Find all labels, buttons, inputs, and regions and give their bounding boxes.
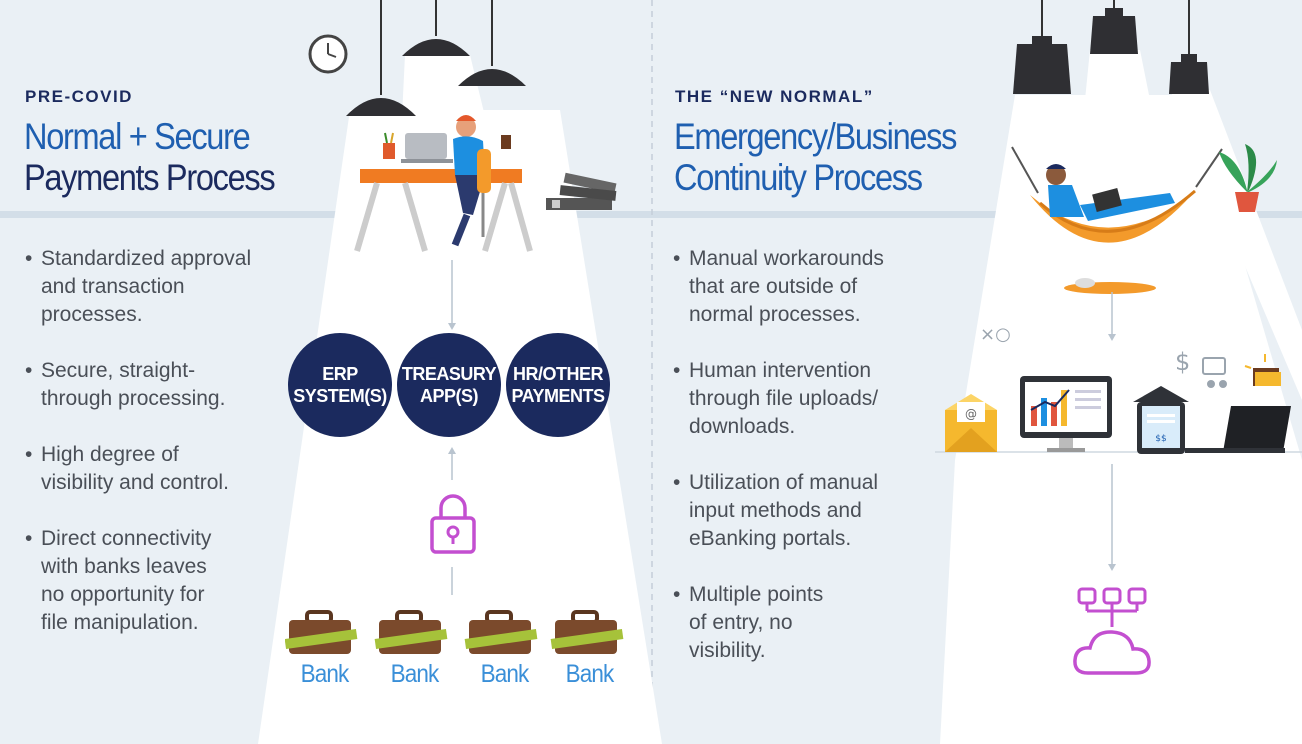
svg-text:$$: $$ [1155, 434, 1166, 444]
laptop-icon [1185, 406, 1291, 453]
left-bullet: Direct connectivity with banks leaves no… [25, 525, 295, 637]
right-title-line2: Continuity Process [674, 157, 923, 198]
hammock-illustration [1011, 146, 1223, 294]
system-circle-treasury: TREASURY APP(S) [397, 333, 501, 437]
left-overline: PRE-COVID [25, 87, 133, 106]
monitor-chart-icon [1020, 376, 1112, 452]
svg-text:@: @ [965, 407, 977, 421]
binders-icon [546, 172, 617, 210]
right-connector-top [1108, 292, 1116, 341]
folder-icon [1244, 354, 1281, 386]
left-bullet: Secure, straight- through processing. [25, 357, 295, 413]
pendant-lamps-right [1013, 0, 1209, 94]
cloud-network-icon [1073, 587, 1151, 675]
briefcase-icon [285, 610, 358, 654]
shelf-line [0, 211, 1302, 218]
right-title-line1: Emergency/Business [674, 116, 957, 157]
system-circle-erp: ERP SYSTEM(S) [288, 333, 392, 437]
briefcase-icon [374, 610, 448, 654]
left-bullet: High degree of visibility and control. [25, 441, 295, 497]
right-bullet: Utilization of manual input methods and … [673, 469, 923, 553]
system-circle-hr: HR/OTHER PAYMENTS [506, 333, 610, 437]
left-title-line1: Normal + Secure [24, 116, 251, 157]
tablet-bank-icon: $$ [1133, 386, 1189, 454]
pendant-lamps-left [346, 0, 526, 116]
right-bullet-list: Manual workarounds that are outside of n… [673, 245, 923, 693]
right-bullet: Manual workarounds that are outside of n… [673, 245, 923, 329]
bank-label: Bank [565, 660, 615, 688]
dollar-icon: $ [1175, 348, 1190, 376]
email-icon: @ [945, 394, 997, 452]
left-bullet: Standardized approval and transaction pr… [25, 245, 295, 329]
left-title-line2: Payments Process [24, 157, 276, 198]
left-bullet-list: Standardized approval and transaction pr… [25, 245, 295, 665]
right-overline: THE “NEW NORMAL” [675, 87, 874, 106]
left-connectors [448, 260, 456, 595]
bank-label: Bank [300, 660, 350, 688]
desk-worker-illustration [354, 115, 533, 252]
plant-icon [1219, 144, 1277, 212]
chat-icon [1202, 357, 1226, 375]
briefcase-icon [550, 610, 624, 654]
bank-label: Bank [390, 660, 440, 688]
right-title: Emergency/Business Continuity Process [674, 116, 957, 198]
bank-label: Bank [480, 660, 530, 688]
clock-icon [308, 34, 348, 74]
briefcase-icon [464, 610, 538, 654]
bank-briefcases [285, 610, 624, 654]
right-spotlight [940, 95, 1302, 744]
devices-row: ×○ @ $ [935, 324, 1302, 454]
right-connector-bottom [1108, 464, 1116, 571]
doodle-icon: ×○ [980, 324, 1011, 345]
right-bullet: Human intervention through file uploads/… [673, 357, 923, 441]
left-title: Normal + Secure Payments Process [24, 116, 276, 198]
right-bullet: Multiple points of entry, no visibility. [673, 581, 923, 665]
lock-icon [430, 494, 476, 554]
people-icon [1207, 380, 1215, 388]
